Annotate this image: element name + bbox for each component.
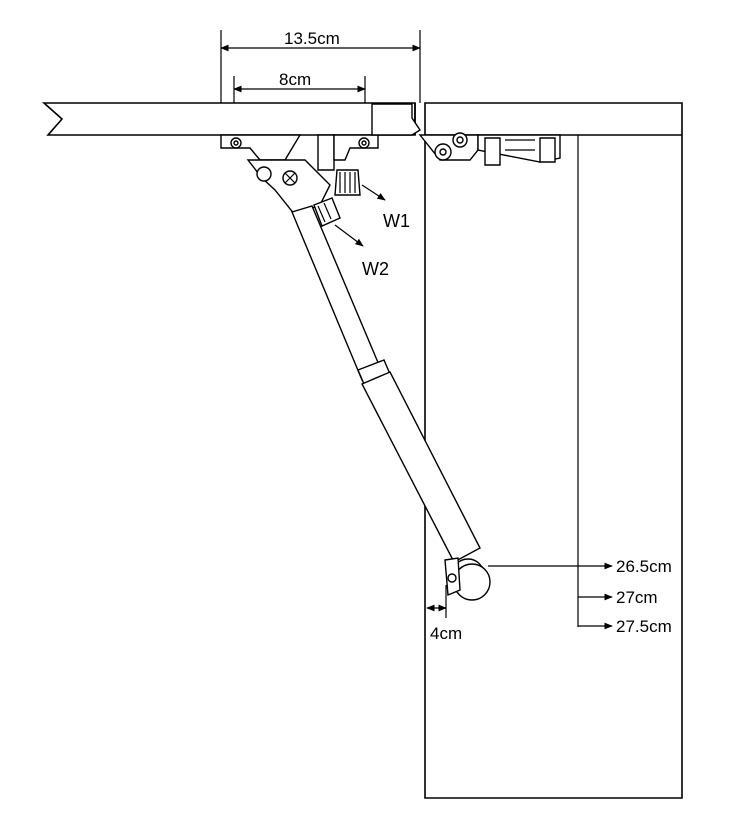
dimension-label-overall: 13.5cm xyxy=(284,29,340,48)
dimension-label-height-2: 27cm xyxy=(616,588,658,607)
dimension-overall-width: 13.5cm xyxy=(220,29,421,103)
dimension-label-height-3: 27.5cm xyxy=(616,617,672,636)
dimension-label-height-1: 26.5cm xyxy=(616,557,672,576)
w2-adjuster-callout: W2 xyxy=(334,224,389,279)
w2-label: W2 xyxy=(362,259,389,279)
dimension-mount-width: 8cm xyxy=(233,70,366,103)
w1-label: W1 xyxy=(383,211,410,231)
dimension-door-gap: 4cm xyxy=(426,585,462,643)
dimension-label-gap: 4cm xyxy=(430,624,462,643)
gas-strut xyxy=(291,205,491,601)
dimension-label-mount: 8cm xyxy=(279,70,311,89)
mounting-bracket xyxy=(220,103,421,196)
dimension-heights: 26.5cm 27cm 27.5cm xyxy=(488,557,672,636)
door-hinge xyxy=(418,132,561,166)
w1-adjuster-callout: W1 xyxy=(361,184,410,231)
cabinet-door xyxy=(424,102,683,799)
strut-pivot-linkage xyxy=(246,159,341,227)
cabinet-top-panel xyxy=(41,102,416,136)
